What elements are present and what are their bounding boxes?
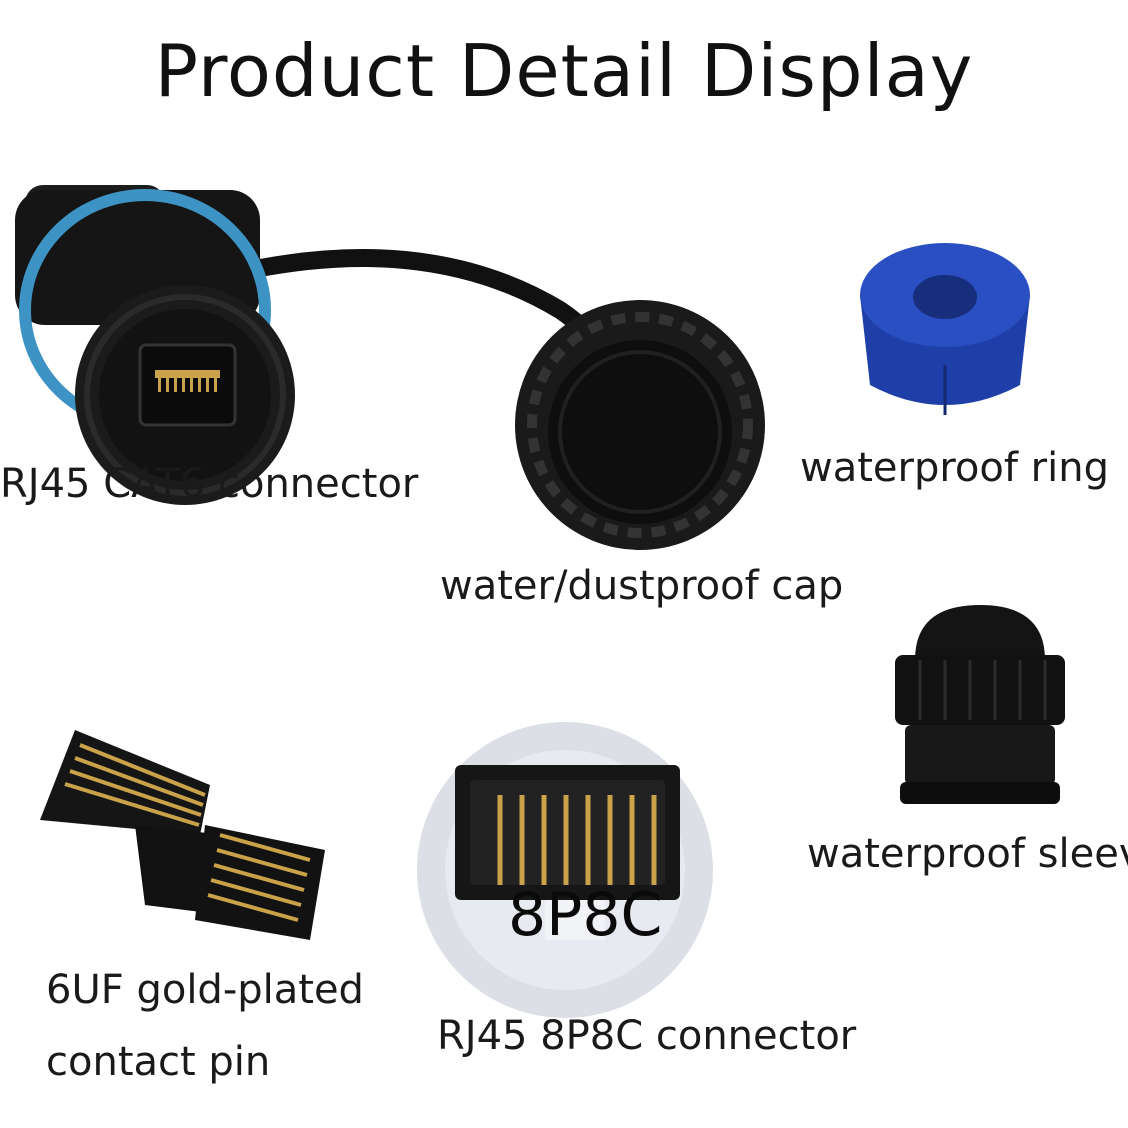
contact-pin-image <box>35 725 335 950</box>
rj45-overlay-label: 8P8C <box>508 880 663 950</box>
sleeve-label: waterproof sleeve <box>807 831 1128 877</box>
rj45-label: RJ45 8P8C connector <box>437 1013 857 1059</box>
cap-label: water/dustproof cap <box>440 563 844 609</box>
connector-label: RJ45 CAT6 connector <box>0 461 419 507</box>
rj45-cat6-connector-image <box>0 160 780 580</box>
rj45-8p8c-image <box>415 720 715 1020</box>
page-title: Product Detail Display <box>154 29 974 113</box>
ring-label: waterproof ring <box>800 445 1109 491</box>
pin-label-line1: 6UF gold-plated <box>46 967 364 1013</box>
pin-label-line2: contact pin <box>46 1039 271 1085</box>
waterproof-sleeve-image <box>890 600 1070 815</box>
waterproof-ring-image <box>850 225 1040 425</box>
